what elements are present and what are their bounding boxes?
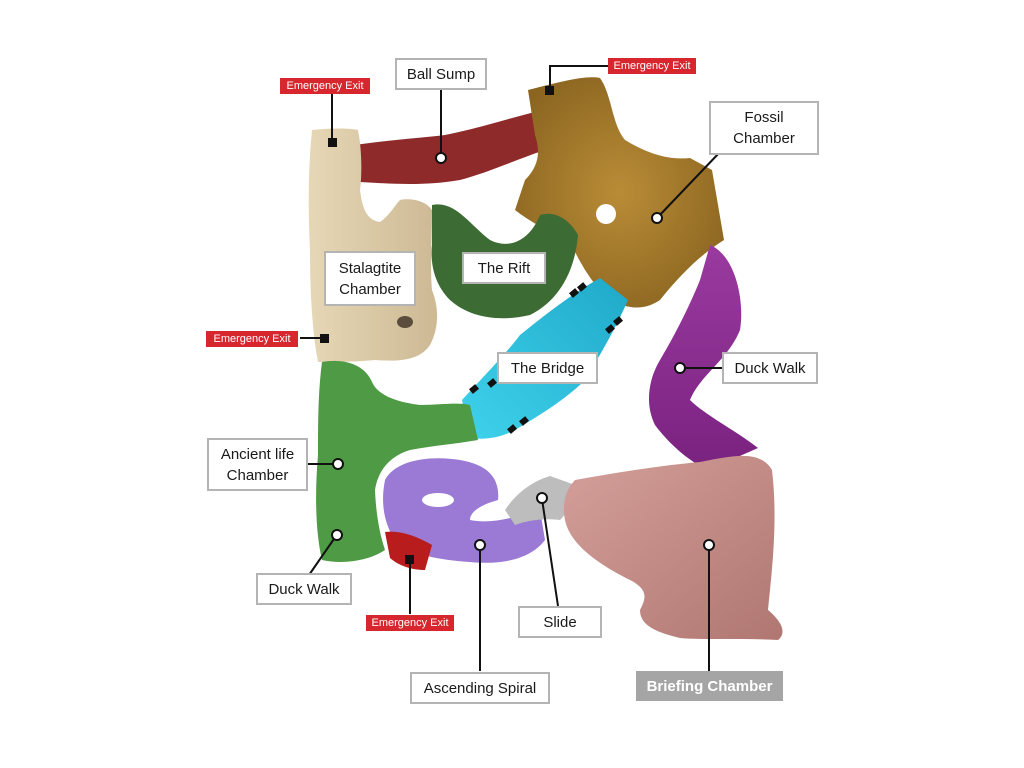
pin-duck-walk-right: [674, 362, 686, 374]
leader-fossil: [656, 151, 721, 219]
exit-tag-top-right: Emergency Exit: [608, 58, 696, 74]
leader-lines: [300, 65, 724, 671]
ball-sump-tunnel: [355, 112, 545, 184]
label-stalagtite-chamber: Stalagtite Chamber: [324, 251, 416, 306]
briefing-chamber-shape: [563, 455, 783, 640]
exit-marker-top-right: [545, 86, 554, 95]
exit-tag-top-left: Emergency Exit: [280, 78, 370, 94]
label-ascending-spiral: Ascending Spiral: [410, 672, 550, 704]
exit-marker-top-left: [328, 138, 337, 147]
leader-duck-walk-left: [308, 535, 337, 576]
bridge-markers: [469, 282, 623, 434]
exit-marker-bottom: [405, 555, 414, 564]
spiral-hole: [422, 493, 454, 507]
pin-fossil: [651, 212, 663, 224]
ascending-spiral-shape: [383, 458, 545, 563]
exit-markers: [320, 86, 554, 564]
pin-ascending-spiral: [474, 539, 486, 551]
pin-ball-sump: [435, 152, 447, 164]
exit-tag-left: Emergency Exit: [206, 331, 298, 347]
label-briefing-chamber: Briefing Chamber: [636, 671, 783, 701]
leader-exit-top-right: [549, 65, 608, 90]
fossil-chamber-shape: [515, 77, 724, 308]
fossil-chamber-hole: [596, 204, 616, 224]
pin-ancient-life: [332, 458, 344, 470]
label-slide: Slide: [518, 606, 602, 638]
pin-briefing: [703, 539, 715, 551]
pin-duck-walk-left: [331, 529, 343, 541]
label-ball-sump: Ball Sump: [395, 58, 487, 90]
label-duck-walk-right: Duck Walk: [722, 352, 818, 384]
bottom-exit-tube: [385, 531, 432, 570]
exit-tag-bottom: Emergency Exit: [366, 615, 454, 631]
label-duck-walk-left: Duck Walk: [256, 573, 352, 605]
pin-slide: [536, 492, 548, 504]
label-the-rift: The Rift: [462, 252, 546, 284]
leader-slide: [541, 498, 559, 607]
stalagtite-hole: [397, 316, 413, 328]
label-ancient-life-chamber: Ancient life Chamber: [207, 438, 308, 491]
pins: [331, 152, 715, 551]
duck-walk-right-shape: [648, 245, 758, 470]
ancient-life-chamber-shape: [316, 360, 478, 562]
exit-marker-left: [320, 334, 329, 343]
label-fossil-chamber: Fossil Chamber: [709, 101, 819, 155]
label-the-bridge: The Bridge: [497, 352, 598, 384]
